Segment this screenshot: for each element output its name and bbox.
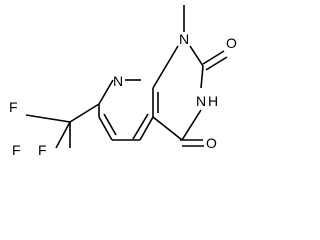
atom-o4-label: O bbox=[206, 135, 217, 151]
bond-c6-c7-double bbox=[103, 113, 117, 136]
atom-f1-label: F bbox=[9, 99, 18, 115]
bond-c4-c4a bbox=[152, 116, 183, 141]
atom-f3-label: F bbox=[38, 142, 47, 158]
atom-f2-label: F bbox=[12, 142, 21, 158]
bond-c8a-n1 bbox=[152, 45, 179, 89]
bond-cf3-f3 bbox=[55, 121, 71, 149]
bond-n3-c4 bbox=[181, 109, 202, 141]
bond-c6-c7 bbox=[98, 116, 113, 141]
atom-n3-label: N bbox=[196, 93, 206, 109]
atom-o2-label: O bbox=[226, 35, 237, 51]
bond-c2-o2-a bbox=[202, 50, 225, 65]
bond-cf3-f2 bbox=[25, 114, 71, 123]
structure-diagram: N H N N O O F F F bbox=[9, 5, 237, 158]
atom-n3-h-label: H bbox=[208, 93, 218, 109]
bond-c2-n3 bbox=[200, 65, 204, 89]
bond-c2-o2-b bbox=[205, 56, 228, 71]
bond-c7-cf3 bbox=[69, 103, 100, 123]
bond-c4a-c5-double bbox=[132, 113, 149, 140]
bond-c7-n8 bbox=[98, 79, 114, 105]
bond-n1-c2 bbox=[189, 45, 204, 67]
atom-n1-label: N bbox=[179, 31, 189, 47]
bond-c4a-c5 bbox=[139, 116, 154, 141]
atom-n8-label: N bbox=[113, 73, 123, 89]
